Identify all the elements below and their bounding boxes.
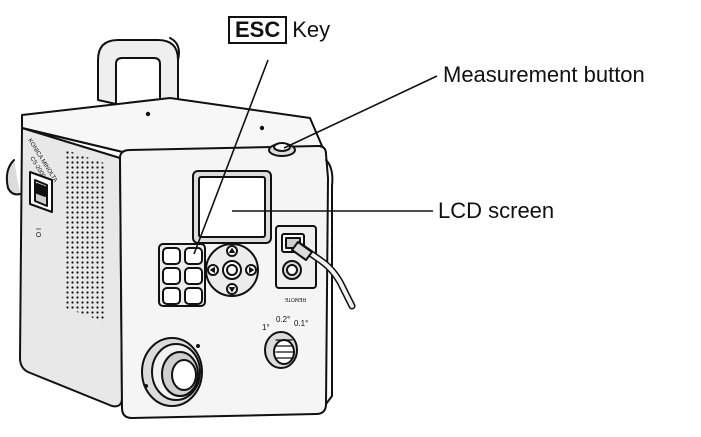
key-6[interactable] — [184, 287, 203, 305]
power-switch — [29, 171, 53, 213]
svg-text:I O: I O — [34, 228, 41, 238]
direction-pad[interactable] — [205, 243, 259, 297]
key-3[interactable] — [162, 267, 181, 285]
key-5[interactable] — [162, 287, 181, 305]
lcd-bezel — [192, 170, 272, 244]
side-knob — [5, 159, 21, 196]
port-label: REMOTE — [284, 296, 306, 302]
esc-key-box: ESC — [228, 16, 288, 44]
connector-panel — [275, 225, 317, 289]
aperture-knob[interactable] — [264, 331, 298, 369]
aperture-label-mid: 0.2° — [276, 315, 290, 324]
vent-grille — [66, 150, 104, 322]
leader-measurement-button — [283, 75, 438, 149]
lcd-screen — [198, 176, 266, 238]
lcd-screen-label: LCD screen — [438, 198, 555, 223]
aperture-label-left: 1° — [262, 323, 270, 332]
key-4[interactable] — [184, 267, 203, 285]
keypad — [158, 243, 206, 307]
objective-lens — [141, 337, 203, 407]
leader-esc-key — [193, 59, 269, 255]
arrow-down-icon — [229, 287, 235, 292]
measurement-button-label: Measurement button — [443, 62, 645, 87]
arrow-right-icon — [249, 267, 254, 273]
arrow-left-icon — [210, 267, 215, 273]
esc-key[interactable] — [184, 247, 203, 265]
esc-key-suffix: Key — [292, 17, 331, 42]
aperture-label-right: 0.1° — [294, 319, 308, 328]
arrow-up-icon — [229, 248, 235, 253]
measurement-button[interactable] — [268, 142, 296, 157]
key-1[interactable] — [162, 247, 181, 265]
